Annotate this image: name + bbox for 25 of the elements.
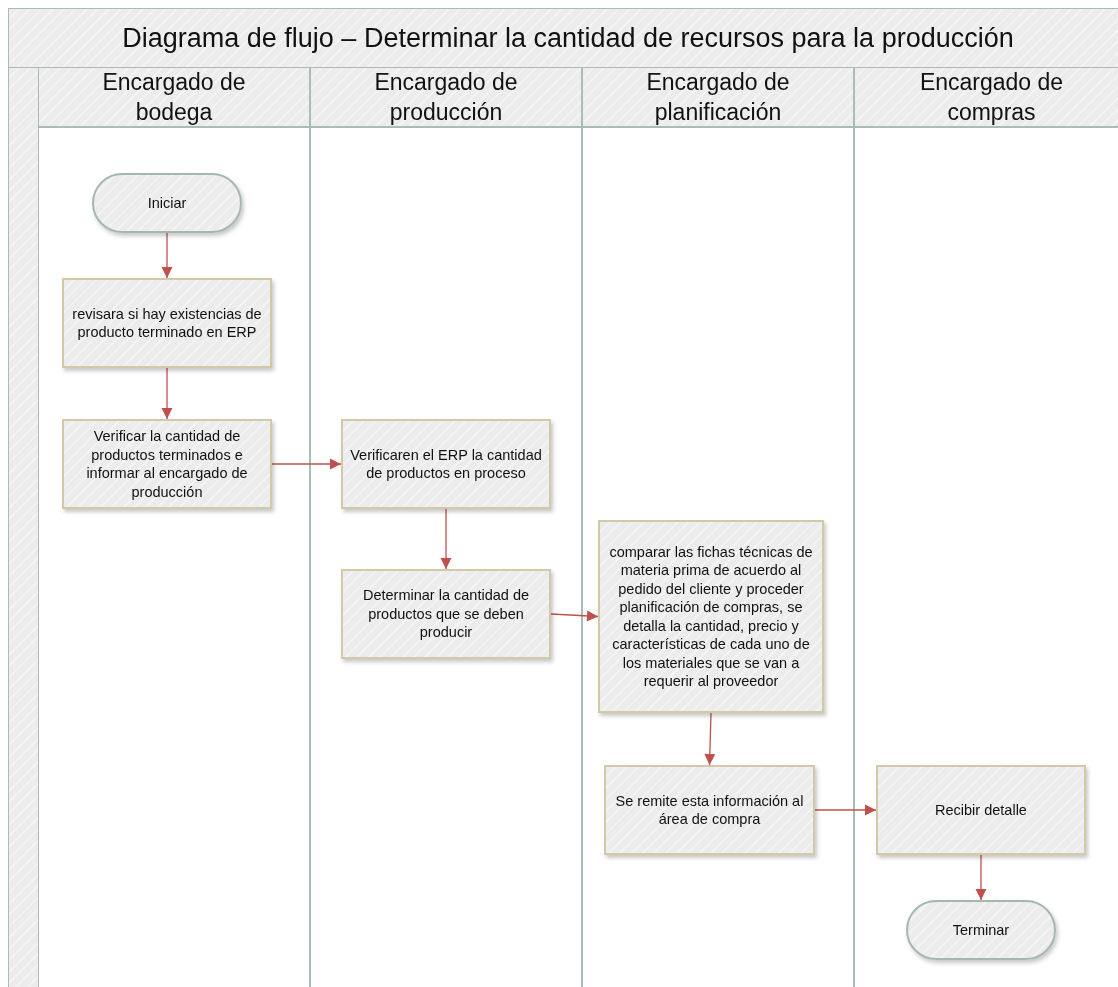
arrow: [161, 367, 173, 420]
arrow: [975, 854, 987, 901]
process-box: Determinar la cantidad de productos que se deben producir: [341, 569, 551, 659]
swimlane: [583, 68, 855, 987]
lane-header: Encargado de planificación: [583, 68, 853, 128]
arrow: [440, 508, 452, 570]
arrow: [161, 232, 173, 279]
lane-header: Encargado de bodega: [39, 68, 309, 128]
diagram-title: Diagrama de flujo – Determinar la cantidad de recursos para la producción: [122, 22, 1014, 54]
process-box: Recibir detalle: [876, 765, 1086, 855]
process-box: Se remite esta información al área de compra: [604, 765, 815, 855]
arrow: [550, 610, 599, 622]
swimlane: [311, 68, 583, 987]
terminator-shape: Iniciar: [92, 173, 242, 233]
swimlane: [39, 68, 311, 987]
process-box: revisara si hay existencias de producto terminado en ERP: [62, 278, 272, 368]
arrow: [814, 804, 877, 816]
process-box: Verificar la cantidad de productos terminados e informar al encargado de producción: [62, 419, 272, 509]
process-box: Verificaren el ERP la cantidad de productos en proceso: [341, 419, 551, 509]
lane-header: Encargado de producción: [311, 68, 581, 128]
arrow: [704, 712, 716, 766]
arrow: [271, 458, 342, 470]
lane-header: Encargado de compras: [855, 68, 1118, 128]
process-box: comparar las fichas técnicas de materia prima de acuerdo al pedido del cliente y proceder planificación de compras, se detalla la cantidad, precio y características de cada uno de los materiales que se van a requerir al proveedor: [598, 520, 824, 713]
terminator-shape: Terminar: [906, 900, 1056, 960]
